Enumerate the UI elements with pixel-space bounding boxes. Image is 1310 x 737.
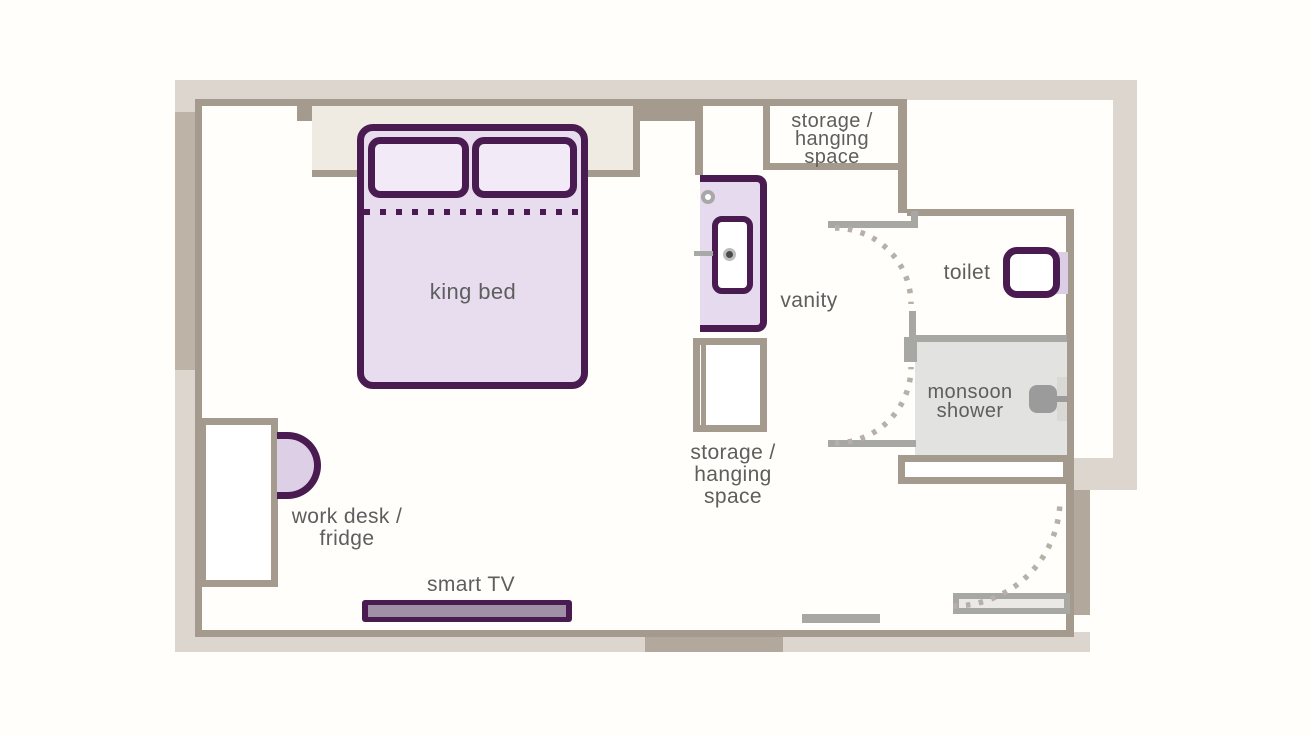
lower-storage-divider xyxy=(701,345,706,425)
wall-upper-storage-right xyxy=(898,99,907,213)
wall-door-bay-center-tab xyxy=(904,337,917,362)
wall-bottom xyxy=(195,630,1073,637)
label-toilet: toilet xyxy=(943,261,991,284)
wall-top xyxy=(195,99,907,106)
bed-dotted-divider xyxy=(364,209,582,215)
label-storage-bottom-line-1: storage / xyxy=(690,441,776,464)
vanity-sink xyxy=(712,216,753,294)
wall-upper-storage-left xyxy=(763,106,770,170)
label-work-desk-line-1: work desk / xyxy=(291,505,403,528)
label-vanity: vanity xyxy=(780,289,838,312)
entry-step-bar xyxy=(802,614,880,623)
entry-side-wall-block xyxy=(1070,490,1090,615)
wall-headboard-left-block xyxy=(297,99,312,121)
entrance-door-swing-arc xyxy=(952,498,1063,609)
exterior-band-right-foot xyxy=(1073,458,1137,490)
shower-head-stem xyxy=(1054,396,1068,402)
work-desk xyxy=(199,418,278,587)
label-work-desk: work desk / fridge xyxy=(277,506,417,550)
exterior-band-right xyxy=(1113,100,1137,458)
wall-upper-storage-bottom xyxy=(763,163,907,170)
toilet-bowl xyxy=(1003,247,1060,298)
exterior-band-left-dark-segment xyxy=(175,112,196,370)
desk-chair xyxy=(277,432,321,499)
label-storage-bottom-line-3: space xyxy=(703,485,763,508)
pillow-left xyxy=(368,137,469,198)
wall-door-bay-riser xyxy=(911,211,918,223)
wall-shower-top xyxy=(915,335,1067,342)
sink-tap-bar xyxy=(694,251,713,256)
label-king-bed: king bed xyxy=(429,279,517,304)
wall-left xyxy=(195,99,202,637)
label-storage-bottom-line-2: hanging xyxy=(694,463,772,486)
label-storage-top-line-2: hanging xyxy=(795,128,869,150)
label-smart-tv: smart TV xyxy=(427,573,515,596)
wall-top-jog xyxy=(640,99,703,121)
faucet-ring xyxy=(701,190,715,204)
wall-vanity-stub xyxy=(695,99,703,175)
shower-head xyxy=(1029,385,1057,413)
label-storage-top-line-1: storage / xyxy=(791,110,873,132)
label-monsoon-shower-line-2: shower xyxy=(936,400,1004,422)
label-storage-top: storage / hanging space xyxy=(762,110,902,168)
sink-drain xyxy=(723,248,736,261)
wall-bathroom-right xyxy=(1066,209,1074,637)
label-storage-top-line-3: space xyxy=(804,146,860,168)
wall-headboard-right xyxy=(633,106,640,177)
entrance-door-leaf xyxy=(953,593,1070,614)
exterior-band-bottom-dark-segment xyxy=(645,632,783,652)
wall-toilet-room-top xyxy=(907,209,1074,216)
wall-door-bay-center-stub xyxy=(909,311,916,339)
label-monsoon-shower: monsoon shower xyxy=(898,381,1042,422)
shower-threshold xyxy=(898,455,1070,484)
label-work-desk-line-2: fridge xyxy=(319,527,375,550)
label-storage-bottom: storage / hanging space xyxy=(663,442,803,508)
exterior-band-bottom xyxy=(183,632,1090,652)
smart-tv-screen xyxy=(368,605,566,617)
wall-door-bay-top xyxy=(828,221,918,228)
wall-door-bay-bottom xyxy=(828,440,916,447)
label-monsoon-shower-line-1: monsoon xyxy=(927,381,1013,403)
exterior-band-top xyxy=(175,80,1137,100)
pillow-right xyxy=(472,137,577,198)
